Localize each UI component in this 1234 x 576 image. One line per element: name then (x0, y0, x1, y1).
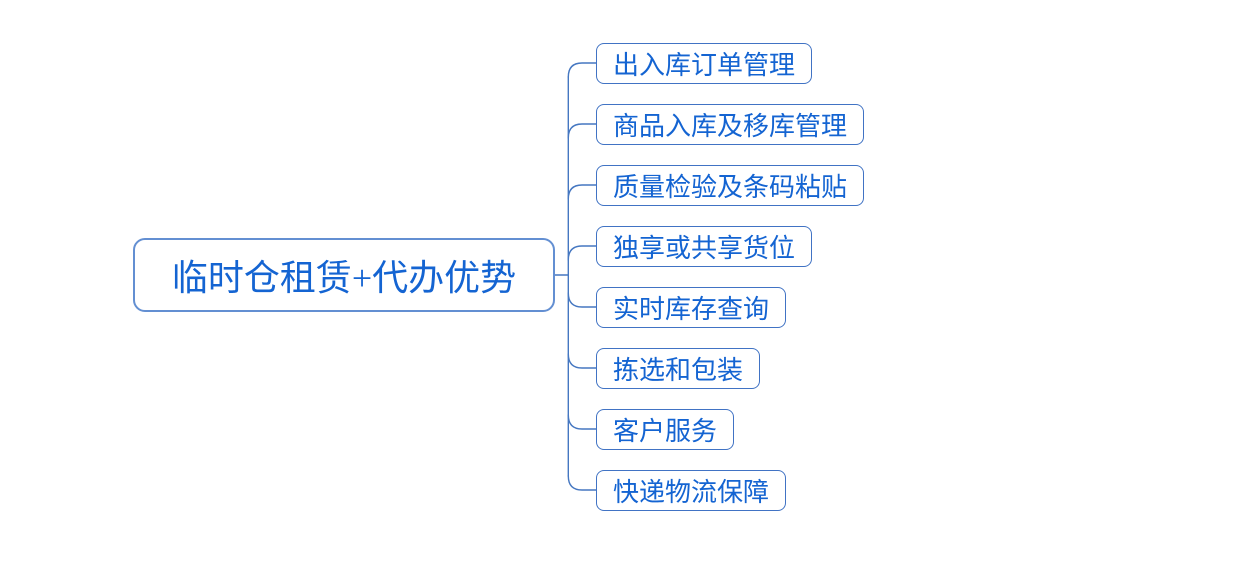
child-node-label: 客户服务 (613, 416, 718, 446)
branch-connector-6 (567, 353, 597, 369)
child-node-label: 质量检验及条码粘贴 (613, 172, 848, 202)
branch-connector-2 (567, 123, 597, 139)
child-node-order-management[interactable]: 出入库订单管理 (596, 42, 813, 84)
root-node[interactable]: 临时仓租赁+代办优势 (133, 238, 555, 312)
child-node-label: 快递物流保障 (613, 477, 770, 507)
branch-connector-7 (567, 414, 597, 430)
child-node-quality-barcode[interactable]: 质量检验及条码粘贴 (596, 164, 865, 206)
child-node-label: 拣选和包装 (613, 355, 744, 385)
child-node-label: 独享或共享货位 (613, 233, 796, 263)
root-node-label: 临时仓租赁+代办优势 (171, 258, 517, 298)
child-node-picking-packing[interactable]: 拣选和包装 (596, 347, 761, 389)
child-node-customer-service[interactable]: 客户服务 (596, 408, 735, 450)
child-node-inbound-relocation[interactable]: 商品入库及移库管理 (596, 103, 865, 145)
child-node-realtime-inventory[interactable]: 实时库存查询 (596, 286, 787, 328)
child-node-exclusive-shared-slots[interactable]: 独享或共享货位 (596, 225, 813, 267)
child-node-label: 实时库存查询 (613, 294, 770, 324)
branch-connector-1 (567, 62, 597, 78)
branch-connector-5 (567, 292, 597, 308)
child-node-express-logistics[interactable]: 快递物流保障 (596, 469, 787, 511)
child-node-label: 出入库订单管理 (613, 50, 796, 80)
child-node-label: 商品入库及移库管理 (613, 111, 848, 141)
branch-connector-3 (567, 184, 597, 200)
branch-connector-8 (567, 475, 597, 491)
branch-connector-4 (567, 245, 597, 261)
